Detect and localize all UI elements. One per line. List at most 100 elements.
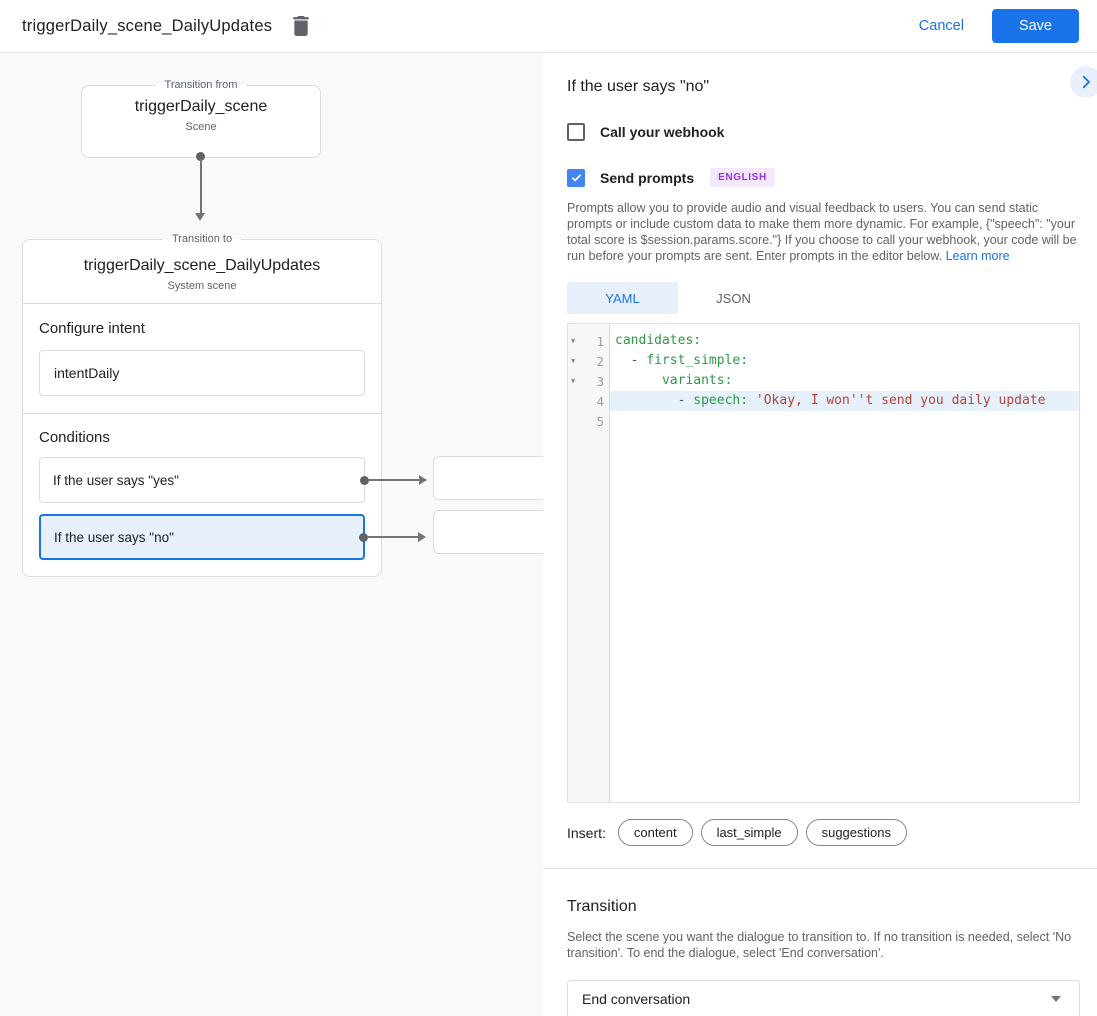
code-segment-key: speech: <box>693 393 749 408</box>
card-divider <box>23 413 381 414</box>
send-prompts-label: Send prompts <box>600 169 695 186</box>
prompts-description: Prompts allow you to provide audio and v… <box>567 200 1080 264</box>
connector-dot <box>359 532 368 542</box>
target-scene-node[interactable] <box>433 510 543 554</box>
connector-line <box>368 479 421 481</box>
code-line[interactable]: candidates: <box>610 331 1079 351</box>
section-divider <box>543 868 1097 869</box>
line-number: 3 <box>596 373 604 389</box>
gutter-row: ▼3 <box>568 371 609 391</box>
arrow-head-icon <box>419 475 427 485</box>
code-line[interactable] <box>610 411 1079 431</box>
webhook-label: Call your webhook <box>600 124 725 140</box>
send-prompts-row: Send prompts ENGLISH <box>567 168 1080 187</box>
code-segment-plain: - <box>615 353 647 368</box>
fold-arrow-icon[interactable]: ▼ <box>571 337 576 345</box>
transition-section: Transition Select the scene you want the… <box>543 898 1097 1016</box>
fold-arrow-icon[interactable]: ▼ <box>571 377 576 385</box>
insert-chip-content[interactable]: content <box>617 819 693 846</box>
top-header: triggerDaily_scene_DailyUpdates Cancel S… <box>0 0 1097 53</box>
configure-intent-label: Configure intent <box>39 320 145 337</box>
condition-row[interactable]: If the user says "no" <box>39 514 426 560</box>
code-line[interactable]: - speech: 'Okay, I won''t send you daily… <box>610 391 1079 411</box>
transition-from-node[interactable]: Transition from triggerDaily_scene Scene <box>81 79 321 158</box>
transition-from-legend: Transition from <box>164 79 238 91</box>
gutter-row: 4 <box>568 391 609 411</box>
caret-down-icon <box>1051 996 1061 1002</box>
transition-heading: Transition <box>567 898 637 915</box>
insert-chip-suggestions[interactable]: suggestions <box>805 819 907 846</box>
transition-select-value: End conversation <box>582 991 691 1007</box>
insert-chips: content last_simple suggestions <box>617 819 915 846</box>
condition-heading: If the user says "no" <box>567 78 710 95</box>
code-segment-key: first_simple: <box>646 353 749 368</box>
transition-to-legend: Transition to <box>171 233 233 245</box>
page-title: triggerDaily_scene_DailyUpdates <box>22 16 273 35</box>
code-line[interactable]: variants: <box>610 371 1079 391</box>
gutter-row: ▼2 <box>568 351 609 371</box>
connector-line <box>200 159 202 214</box>
scene-flow-canvas: Transition from triggerDaily_scene Scene… <box>0 53 543 1016</box>
code-segment-plain: - <box>615 393 694 408</box>
webhook-checkbox[interactable] <box>567 123 585 141</box>
prompts-section: If the user says "no" Call your webhook <box>543 53 1097 868</box>
chevron-right-icon <box>1077 73 1095 91</box>
collapse-panel-button[interactable] <box>1070 66 1097 98</box>
check-icon <box>570 171 583 184</box>
gutter-row: ▼1 <box>568 331 609 351</box>
transition-select[interactable]: End conversation <box>567 980 1080 1016</box>
insert-label: Insert: <box>567 824 606 841</box>
delete-scene-button[interactable] <box>291 14 311 38</box>
code-line[interactable]: - first_simple: <box>610 351 1079 371</box>
condition-label: If the user says "yes" <box>53 472 179 488</box>
condition-label: If the user says "no" <box>54 529 174 545</box>
send-prompts-checkbox[interactable] <box>567 168 585 187</box>
code-segment-plain <box>615 373 662 388</box>
line-number: 5 <box>596 413 604 429</box>
transition-description: Select the scene you want the dialogue t… <box>567 930 1072 960</box>
condition-heading-row: If the user says "no" <box>567 53 1097 98</box>
from-scene-title: triggerDaily_scene <box>134 98 268 115</box>
language-badge: ENGLISH <box>710 168 775 187</box>
line-number: 4 <box>596 393 604 409</box>
to-scene-subtitle: System scene <box>167 279 237 292</box>
arrow-head-icon <box>418 532 426 542</box>
to-scene-title: triggerDaily_scene_DailyUpdates <box>83 256 321 274</box>
fold-arrow-icon[interactable]: ▼ <box>571 357 576 365</box>
learn-more-link[interactable]: Learn more <box>945 249 1010 263</box>
cancel-button[interactable]: Cancel <box>905 10 978 42</box>
scene-card-body: Configure intent intentDaily Conditions … <box>23 303 427 576</box>
tab-yaml[interactable]: YAML <box>567 282 678 314</box>
trash-icon <box>293 16 309 36</box>
save-button[interactable]: Save <box>991 9 1079 43</box>
intent-name: intentDaily <box>54 365 120 381</box>
arrow-head-icon <box>195 213 205 221</box>
connector-dot <box>196 152 205 161</box>
editor-code-area[interactable]: candidates: - first_simple: variants: - … <box>610 324 1079 802</box>
main-area: Transition from triggerDaily_scene Scene… <box>0 53 1097 1016</box>
condition-row[interactable]: If the user says "yes" <box>39 457 427 503</box>
transition-to-node: Transition to triggerDaily_scene_DailyUp… <box>22 233 427 577</box>
target-scene-node[interactable] <box>433 456 543 500</box>
scene-card-header: triggerDaily_scene_DailyUpdates System s… <box>23 245 381 303</box>
webhook-row: Call your webhook <box>567 123 1080 141</box>
insert-chip-last_simple[interactable]: last_simple <box>700 819 798 846</box>
connector-dot <box>360 475 369 485</box>
from-scene-subtitle: Scene <box>185 121 217 133</box>
line-number: 2 <box>596 353 604 369</box>
connector-line <box>367 536 420 538</box>
conditions-list: If the user says "yes" If the user says "… <box>39 457 427 560</box>
insert-row: Insert: content last_simple suggestions <box>567 819 1080 868</box>
intent-item[interactable]: intentDaily <box>39 350 365 396</box>
code-segment-plain <box>748 393 756 408</box>
gutter-row: 5 <box>568 411 609 431</box>
code-segment-string: 'Okay, I won''t send you daily update <box>755 393 1046 408</box>
prompts-description-text: Prompts allow you to provide audio and v… <box>567 201 1077 263</box>
tab-json[interactable]: JSON <box>716 290 751 306</box>
code-segment-key: variants: <box>661 373 733 388</box>
condition-detail-panel: If the user says "no" Call your webhook <box>543 53 1097 1016</box>
line-number: 1 <box>596 333 604 349</box>
editor-format-tabs: YAML JSON <box>567 282 1080 314</box>
